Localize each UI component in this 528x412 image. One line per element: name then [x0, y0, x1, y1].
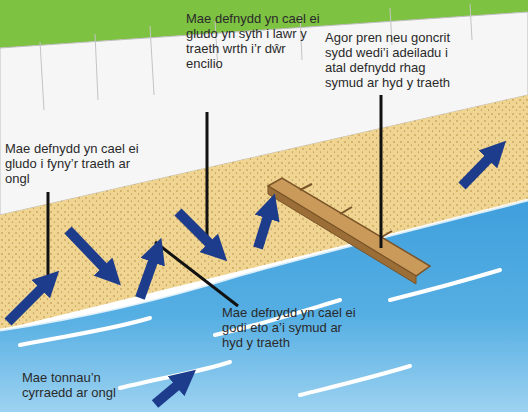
- callout-label: Mae tonnau’n cyrraedd ar ongl: [22, 370, 142, 400]
- groyne: [268, 178, 430, 284]
- callout-label: Mae defnydd yn cael ei godi eto a’i symu…: [222, 305, 362, 350]
- cliff-lines: [40, 4, 472, 110]
- callout-label: Mae defnydd yn cael ei gludo yn syth i l…: [186, 11, 326, 71]
- sea: [0, 200, 528, 412]
- callout-label: Mae defnydd yn cael ei gludo i fyny’r tr…: [5, 141, 145, 186]
- movement-arrows: [8, 150, 497, 404]
- leader-lines: [48, 95, 381, 306]
- callout-label: Agor pren neu goncrit sydd wedi’i adeila…: [325, 30, 460, 90]
